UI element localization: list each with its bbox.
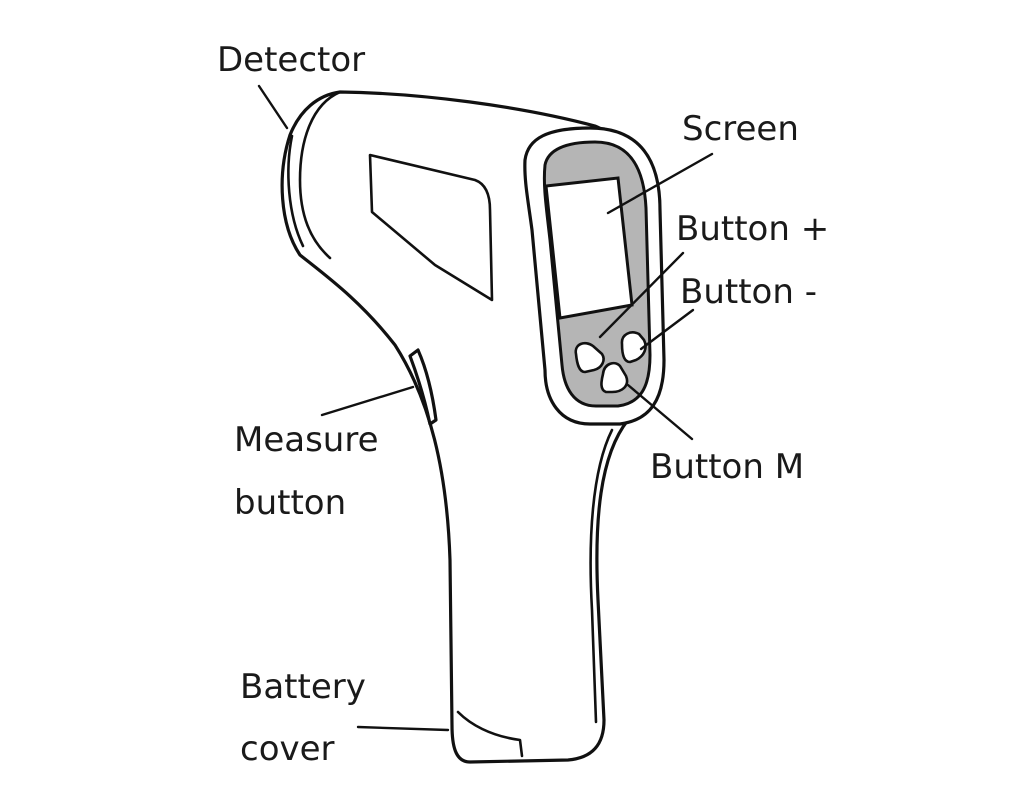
battery-cover-label-line1: Battery: [240, 667, 366, 707]
detector-ring-inner: [287, 134, 305, 248]
measure-button-label-line1: Measure: [234, 420, 379, 460]
button-plus[interactable]: [574, 341, 605, 374]
button-plus-label: Button +: [676, 209, 829, 249]
display-panel: [523, 126, 666, 426]
detector-leader: [257, 84, 289, 130]
battery-cover-seam: [456, 710, 524, 758]
measure-button-leader: [320, 385, 415, 417]
screen: [544, 176, 634, 320]
screen-leader: [606, 152, 714, 215]
button-minus-leader: [639, 308, 695, 351]
detector-ring: [298, 90, 342, 260]
labels: Detector Screen Button + Button - Button…: [217, 40, 829, 769]
button-minus[interactable]: [620, 331, 647, 364]
leader-lines: [257, 84, 714, 732]
button-m-leader: [626, 383, 694, 441]
detector-label: Detector: [217, 40, 365, 80]
button-m[interactable]: [600, 361, 629, 394]
side-window: [368, 153, 494, 302]
button-m-label: Button M: [650, 447, 804, 487]
screen-label: Screen: [682, 109, 799, 149]
button-minus-label: Button -: [680, 272, 817, 312]
measure-trigger: [408, 348, 438, 426]
button-plus-leader: [598, 251, 685, 339]
battery-cover-label-line2: cover: [240, 729, 335, 769]
measure-button-label-line2: button: [234, 483, 346, 523]
handle-back-contour: [589, 428, 614, 724]
battery-cover-leader: [356, 725, 450, 732]
